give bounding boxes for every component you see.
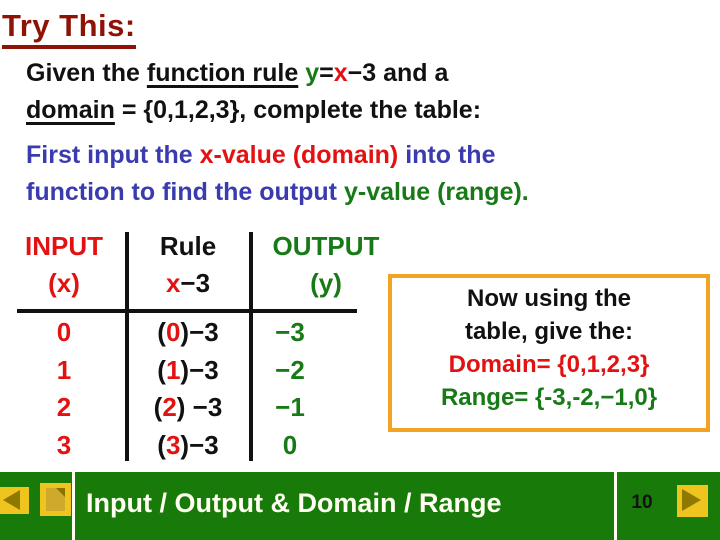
text-segment: 3: [56, 430, 72, 460]
text-segment: x-value (domain): [199, 141, 399, 169]
table-header-rule: [17, 309, 357, 313]
paragraph-line: domain = {0,1,2,3}, complete the table:: [26, 92, 481, 129]
callout-box: Now using the table, give the: Domain= {0,…: [388, 274, 710, 432]
text-segment: OUTPUT: [272, 231, 380, 261]
text-segment: function to find the output: [26, 178, 344, 206]
text-segment: Rule: [159, 231, 217, 261]
table-row-input-value: 2: [8, 392, 120, 422]
text-segment: −3 and a: [347, 59, 449, 87]
paragraph-line: Given the function rule y=x−3 and a: [26, 55, 481, 92]
text-segment: −2: [275, 355, 305, 385]
text-segment: 2: [162, 392, 177, 422]
table-row-rule-value: (0)−3: [132, 317, 244, 347]
text-segment: (: [157, 355, 166, 385]
text-segment: (y): [310, 268, 342, 298]
text-segment: function rule: [146, 59, 299, 87]
text-segment: y: [305, 59, 320, 87]
text-segment: 1: [56, 355, 72, 385]
table-row-rule-value: (1)−3: [132, 355, 244, 385]
back-button[interactable]: [0, 487, 29, 514]
page-icon: [46, 488, 65, 511]
paragraph-line: function to find the output y-value (ran…: [26, 174, 529, 211]
text-segment: 1: [165, 355, 181, 385]
text-segment: = {0,1,2,3}, complete the table:: [114, 96, 482, 124]
text-segment: )−3: [180, 430, 219, 460]
back-arrow-icon: [3, 490, 20, 510]
text-segment: into the: [398, 141, 496, 169]
page-button[interactable]: [40, 483, 71, 516]
slide-title: Try This:: [2, 8, 136, 49]
callout-line: Domain= {0,1,2,3}: [448, 351, 650, 378]
table-row-input-value: 1: [8, 355, 120, 385]
text-segment: domain: [26, 96, 115, 124]
table-row-output-value: −2: [254, 355, 326, 385]
text-segment: (: [153, 392, 163, 422]
next-button[interactable]: [677, 485, 708, 517]
navigation-bar: Input / Output & Domain / Range 10: [0, 472, 720, 540]
table-header-x: (x): [8, 268, 120, 298]
text-segment: (: [157, 317, 166, 347]
text-segment: 0: [282, 430, 298, 460]
table-header-y: (y): [258, 268, 394, 298]
text-segment: −3: [180, 268, 211, 298]
table-row-rule-value: (2) −3: [132, 392, 244, 422]
table-column-divider: [249, 232, 253, 461]
instruction-paragraph-2: First input the x-value (domain) into th…: [26, 137, 529, 211]
text-segment: (: [157, 430, 166, 460]
table-row-output-value: −3: [254, 317, 326, 347]
callout-line: Now using the: [467, 285, 631, 312]
next-arrow-icon: [682, 489, 701, 511]
paragraph-line: First input the x-value (domain) into th…: [26, 137, 529, 174]
table-row-output-value: −1: [254, 392, 326, 422]
text-segment: 0: [165, 317, 181, 347]
footer-title: Input / Output & Domain / Range: [86, 487, 502, 518]
text-segment: −1: [275, 392, 305, 422]
text-segment: ) −3: [176, 392, 223, 422]
text-segment: First input the: [26, 141, 200, 169]
text-segment: 0: [56, 317, 72, 347]
text-segment: x: [333, 59, 348, 87]
table-header-input: INPUT: [8, 231, 120, 261]
page-fold-icon: [56, 488, 65, 497]
bar-divider: [614, 472, 617, 540]
table-row-input-value: 0: [8, 317, 120, 347]
table-row-rule-value: (3)−3: [132, 430, 244, 460]
text-segment: 2: [56, 392, 72, 422]
table-row-input-value: 3: [8, 430, 120, 460]
text-segment: y-value (range).: [343, 178, 529, 206]
bar-divider: [72, 472, 75, 540]
table-header-output: OUTPUT: [258, 231, 394, 261]
text-segment: (x): [48, 268, 80, 298]
table-header-rule-label: Rule: [132, 231, 244, 261]
text-segment: INPUT: [25, 231, 103, 261]
text-segment: =: [319, 59, 334, 87]
callout-line: table, give the:: [464, 318, 634, 345]
text-segment: )−3: [180, 355, 219, 385]
text-segment: 3: [165, 430, 181, 460]
page-number: 10: [631, 492, 653, 513]
text-segment: −3: [275, 317, 305, 347]
table-row-output-value: 0: [254, 430, 326, 460]
text-segment: x: [165, 268, 181, 298]
callout-line: Range= {-3,-2,−1,0}: [440, 384, 658, 411]
table-header-x-minus-3: x−3: [132, 268, 244, 298]
text-segment: )−3: [180, 317, 219, 347]
text-segment: Given the: [26, 59, 147, 87]
table-column-divider: [125, 232, 129, 461]
